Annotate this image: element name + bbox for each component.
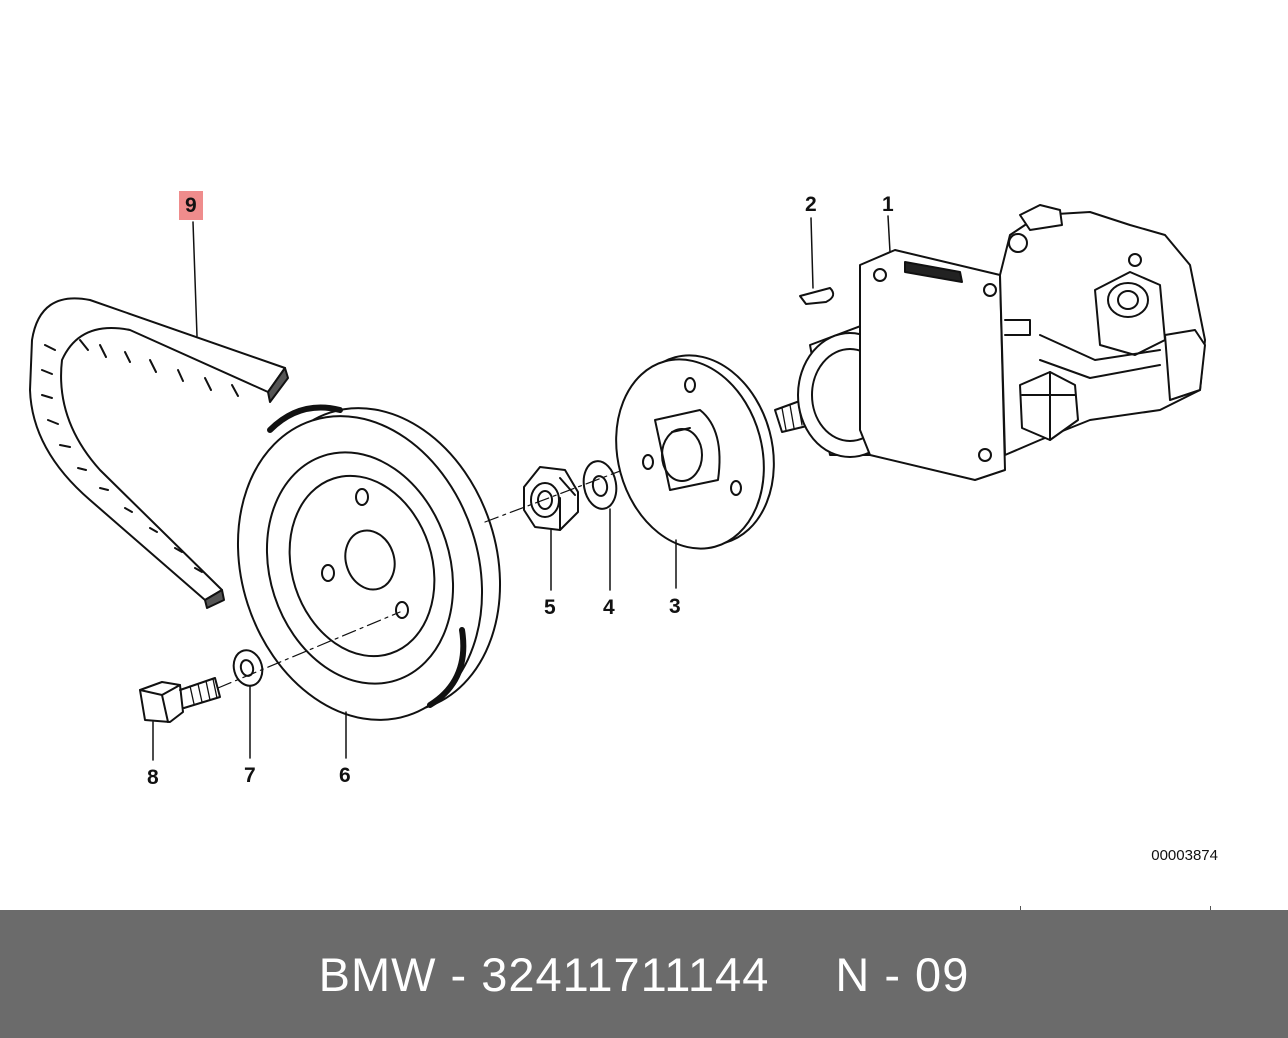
callout-6: 6 bbox=[339, 764, 351, 787]
document-number: 00003874 bbox=[1151, 847, 1218, 864]
part-number-label: BMW - 32411711144 bbox=[318, 947, 770, 1001]
diagram-position-label: N - 09 bbox=[835, 947, 970, 1001]
tick-mark bbox=[1210, 906, 1211, 912]
v-belt bbox=[29, 297, 289, 609]
woodruff-key bbox=[799, 287, 835, 305]
callout-9: 9 bbox=[179, 191, 203, 220]
parts-diagram bbox=[29, 204, 1206, 761]
nut bbox=[523, 466, 579, 531]
callout-4: 4 bbox=[603, 596, 615, 619]
pulley bbox=[236, 404, 502, 721]
bolt bbox=[139, 677, 221, 723]
footer-bar: BMW - 32411711144 N - 09 bbox=[0, 910, 1288, 1038]
power-steering-pump bbox=[774, 204, 1206, 481]
tick-mark bbox=[1020, 906, 1021, 912]
callout-8: 8 bbox=[147, 766, 159, 789]
washer-7 bbox=[232, 649, 264, 687]
callout-1: 1 bbox=[882, 193, 894, 216]
callout-7: 7 bbox=[244, 764, 256, 787]
callout-5: 5 bbox=[544, 596, 556, 619]
callout-2: 2 bbox=[805, 193, 817, 216]
hub-flange bbox=[615, 354, 775, 550]
washer-4 bbox=[582, 460, 618, 510]
callout-3: 3 bbox=[669, 595, 681, 618]
